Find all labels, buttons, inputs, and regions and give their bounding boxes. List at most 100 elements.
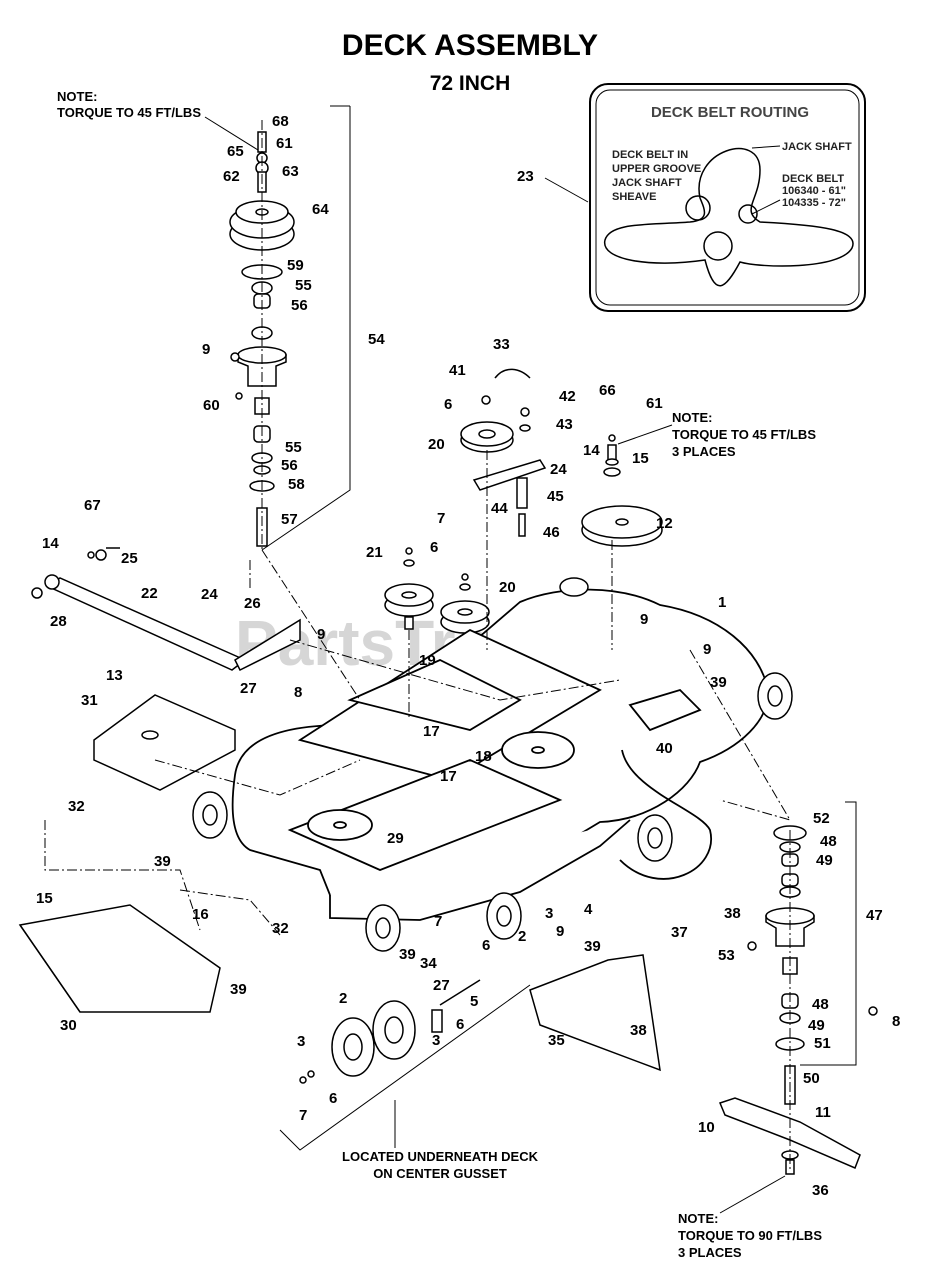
- svg-text:34: 34: [420, 955, 437, 972]
- callout-labels: 68 61 65 63 62 64 59 55 56 9 60 55 56 58…: [36, 113, 900, 1199]
- svg-text:45: 45: [547, 488, 564, 505]
- svg-text:SHEAVE: SHEAVE: [612, 191, 656, 203]
- svg-text:9: 9: [640, 611, 648, 628]
- svg-text:49: 49: [816, 852, 833, 869]
- svg-text:38: 38: [724, 905, 741, 922]
- deck-shell: [231, 588, 769, 921]
- svg-text:7: 7: [434, 913, 442, 930]
- svg-text:9: 9: [556, 923, 564, 940]
- svg-text:54: 54: [368, 331, 385, 348]
- svg-text:NOTE:: NOTE:: [678, 1211, 718, 1226]
- svg-text:11: 11: [815, 1104, 831, 1121]
- svg-text:6: 6: [482, 937, 490, 954]
- svg-text:43: 43: [556, 416, 573, 433]
- svg-text:12: 12: [656, 515, 673, 532]
- svg-text:31: 31: [81, 692, 98, 709]
- svg-text:16: 16: [192, 906, 209, 923]
- svg-text:LOCATED UNDERNEATH DECK: LOCATED UNDERNEATH DECK: [342, 1149, 539, 1164]
- svg-text:61: 61: [276, 135, 293, 152]
- svg-text:28: 28: [50, 613, 67, 630]
- svg-text:8: 8: [892, 1013, 900, 1030]
- svg-text:JACK SHAFT: JACK SHAFT: [782, 141, 852, 153]
- svg-text:46: 46: [543, 524, 560, 541]
- svg-text:51: 51: [814, 1035, 831, 1052]
- svg-text:27: 27: [433, 977, 450, 994]
- idler-arm: [31, 547, 301, 672]
- idler-assembly: [460, 368, 547, 537]
- svg-text:39: 39: [710, 674, 727, 691]
- svg-text:9: 9: [202, 341, 210, 358]
- svg-text:17: 17: [423, 723, 440, 740]
- svg-text:2: 2: [339, 990, 347, 1007]
- svg-text:2: 2: [518, 928, 526, 945]
- svg-text:44: 44: [491, 500, 508, 517]
- svg-text:3: 3: [297, 1033, 305, 1050]
- svg-text:6: 6: [456, 1016, 464, 1033]
- svg-text:55: 55: [295, 277, 312, 294]
- svg-text:13: 13: [106, 667, 123, 684]
- svg-text:61: 61: [646, 395, 663, 412]
- svg-text:32: 32: [68, 798, 85, 815]
- svg-text:49: 49: [808, 1017, 825, 1034]
- svg-text:32: 32: [272, 920, 289, 937]
- svg-text:39: 39: [230, 981, 247, 998]
- svg-text:24: 24: [550, 461, 567, 478]
- svg-text:64: 64: [312, 201, 329, 218]
- svg-text:106340 - 61": 106340 - 61": [782, 185, 846, 197]
- svg-text:48: 48: [812, 996, 829, 1013]
- svg-text:55: 55: [285, 439, 302, 456]
- svg-text:39: 39: [584, 938, 601, 955]
- svg-text:3: 3: [545, 905, 553, 922]
- svg-text:3 PLACES: 3 PLACES: [672, 444, 736, 459]
- svg-text:25: 25: [121, 550, 138, 567]
- svg-text:DECK BELT: DECK BELT: [782, 173, 844, 185]
- svg-text:JACK SHAFT: JACK SHAFT: [612, 177, 682, 189]
- svg-text:9: 9: [703, 641, 711, 658]
- svg-text:7: 7: [299, 1107, 307, 1124]
- svg-text:60: 60: [203, 397, 220, 414]
- svg-text:104335 - 72": 104335 - 72": [782, 197, 846, 209]
- svg-text:59: 59: [287, 257, 304, 274]
- svg-text:48: 48: [820, 833, 837, 850]
- svg-text:67: 67: [84, 497, 101, 514]
- note-spindle-right: NOTE: TORQUE TO 45 FT/LBS 3 PLACES: [672, 410, 816, 459]
- svg-text:41: 41: [449, 362, 466, 379]
- svg-text:15: 15: [632, 450, 649, 467]
- svg-text:ON CENTER GUSSET: ON CENTER GUSSET: [373, 1166, 507, 1181]
- diagram-subtitle: 72 INCH: [430, 72, 511, 95]
- svg-text:DECK BELT IN: DECK BELT IN: [612, 149, 688, 161]
- svg-text:8: 8: [294, 684, 302, 701]
- note-gusset: LOCATED UNDERNEATH DECK ON CENTER GUSSET: [342, 1149, 539, 1181]
- belt-routing-title: DECK BELT ROUTING: [651, 104, 809, 121]
- svg-text:9: 9: [317, 626, 325, 643]
- svg-text:62: 62: [223, 168, 240, 185]
- svg-text:30: 30: [60, 1017, 77, 1034]
- svg-text:1: 1: [718, 594, 726, 611]
- diagram-title: DECK ASSEMBLY: [342, 29, 598, 62]
- svg-text:47: 47: [866, 907, 883, 924]
- svg-text:14: 14: [42, 535, 59, 552]
- note-spindle-left: NOTE: TORQUE TO 45 FT/LBS: [57, 89, 201, 120]
- svg-text:38: 38: [630, 1022, 647, 1039]
- svg-text:20: 20: [428, 436, 445, 453]
- svg-text:40: 40: [656, 740, 673, 757]
- svg-text:6: 6: [444, 396, 452, 413]
- svg-text:57: 57: [281, 511, 298, 528]
- wheels: [192, 577, 793, 1084]
- svg-text:5: 5: [470, 993, 478, 1010]
- svg-text:14: 14: [583, 442, 600, 459]
- svg-text:10: 10: [698, 1119, 715, 1136]
- svg-text:6: 6: [430, 539, 438, 556]
- svg-text:18: 18: [475, 748, 492, 765]
- svg-text:23: 23: [517, 168, 534, 185]
- svg-text:63: 63: [282, 163, 299, 180]
- svg-text:6: 6: [329, 1090, 337, 1107]
- svg-text:17: 17: [440, 768, 457, 785]
- svg-text:68: 68: [272, 113, 289, 130]
- svg-text:20: 20: [499, 579, 516, 596]
- svg-text:29: 29: [387, 830, 404, 847]
- svg-text:35: 35: [548, 1032, 565, 1049]
- svg-text:65: 65: [227, 143, 244, 160]
- svg-text:3 PLACES: 3 PLACES: [678, 1245, 742, 1260]
